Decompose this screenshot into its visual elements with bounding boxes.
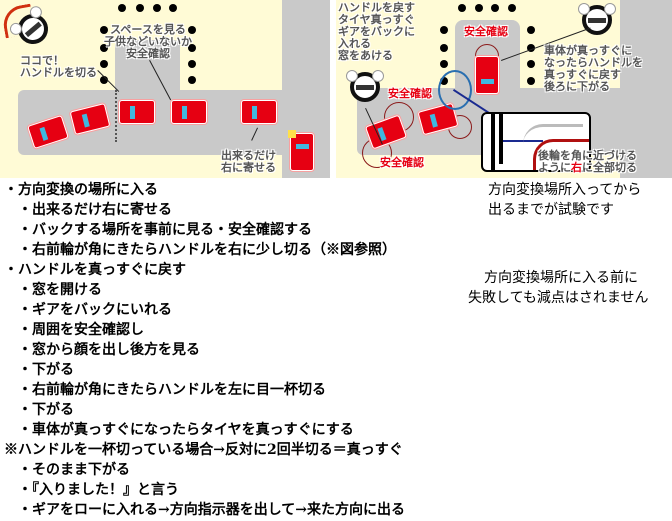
step: ・『入りました！』と言う <box>4 482 179 498</box>
label-steps: ハンドルを戻すタイヤ真っすぐギアをバックに入れる窓をあける <box>338 1 415 62</box>
step: ・窓を開ける <box>4 282 102 298</box>
label-check-space: スペースを見る子供などいないか安全確認 <box>104 23 192 60</box>
blinker <box>288 130 296 138</box>
note-no-penalty: 方向変換場所に入る前に失敗しても減点はされません <box>468 270 649 306</box>
step: ・ギアをバックにいれる <box>4 302 172 318</box>
car <box>290 133 314 171</box>
car <box>119 100 155 124</box>
step: ・右前輪が角にきたらハンドルを左に目一杯切る <box>4 382 326 398</box>
step: ・周囲を安全確認し <box>4 322 144 338</box>
note-exam-scope: 方向変換場所入ってから出るまでが試験です <box>488 182 642 218</box>
step: ・そのまま下がる <box>4 462 130 478</box>
step: ・右前輪が角にきたらハンドルを右に少し切る（※図参照） <box>4 242 396 258</box>
step: ・バックする場所を事前に見る・安全確認する <box>4 222 312 238</box>
road <box>620 0 672 178</box>
label-safety-check: 安全確認 <box>464 25 508 38</box>
step: ・窓から顔を出し後方を見る <box>4 342 200 358</box>
step: ・ギアをローに入れる→方向指示器を出して→来た方向に出る <box>4 502 406 518</box>
guide-dotted-line <box>115 90 117 142</box>
diagram-right: ハンドルを戻すタイヤ真っすぐギアをバックに入れる窓をあける 安全確認 安全確認 … <box>336 0 672 178</box>
car <box>171 100 207 124</box>
step: ・下がる <box>4 402 74 418</box>
steering-wheel-icon <box>578 3 616 35</box>
label-safety-check: 安全確認 <box>380 156 424 169</box>
label-turn-here: ココで！ハンドルを切る <box>20 54 97 79</box>
zoom-circle <box>438 70 472 110</box>
step: ・ハンドルを真っすぐに戻す <box>4 262 186 278</box>
step: ・車体が真っすぐになったらタイヤを真っすぐにする <box>4 422 354 438</box>
step: ・出来るだけ右に寄せる <box>4 202 172 218</box>
step: ・下がる <box>4 362 74 378</box>
parking-space <box>115 40 180 95</box>
label-keep-right: 出来るだけ右に寄せる <box>221 149 276 174</box>
label-safety-check: 安全確認 <box>388 87 432 100</box>
car <box>475 56 499 94</box>
car <box>241 100 277 124</box>
label-straighten: 車体が真っすぐになったらハンドルを真っすぐに戻す後ろに下がる <box>544 44 643 93</box>
diagram-left: ココで！ハンドルを切る スペースを見る子供などいないか安全確認 出来るだけ右に寄… <box>0 0 330 178</box>
inset-detail <box>481 112 591 172</box>
step: ・方向変換の場所に入る <box>4 182 158 198</box>
label-inset: 後輪を角に近づけるように右に全部切る <box>538 149 637 174</box>
steering-wheel-icon <box>346 70 384 102</box>
turn-arrow-icon <box>0 3 36 39</box>
step: ※ハンドルを一杯切っている場合→反対に2回半切る＝真っすぐ <box>4 442 403 458</box>
